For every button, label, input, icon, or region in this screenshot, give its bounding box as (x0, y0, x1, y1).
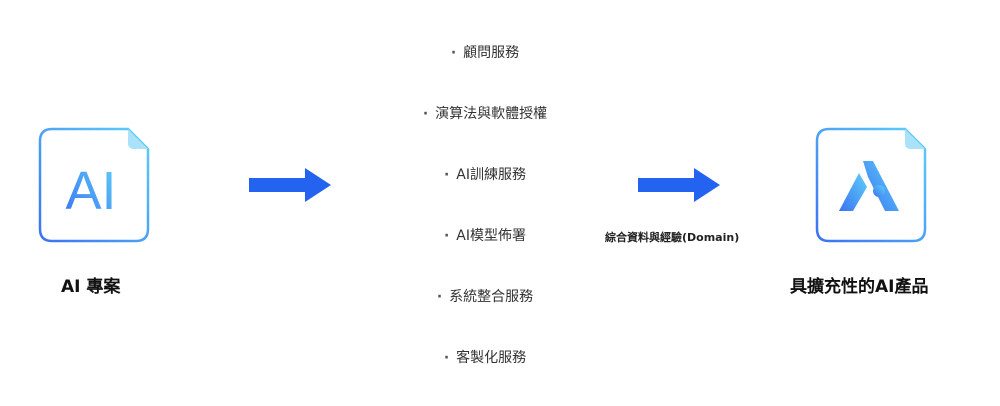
service-item-training: · AI訓練服務 (300, 162, 670, 223)
service-item-deployment: · AI模型佈署 (300, 223, 670, 284)
service-label: AI模型佈署 (456, 228, 527, 244)
service-item-customization: · 客製化服務 (300, 345, 670, 406)
ai-product-logo-icon (815, 127, 927, 243)
ai-document-icon: AI (38, 127, 150, 243)
service-label: 系統整合服務 (449, 289, 534, 305)
service-label: AI訓練服務 (456, 167, 527, 183)
arrow-right-icon (249, 168, 331, 206)
arrow-right-icon (638, 168, 720, 206)
scalable-ai-product-caption: 具擴充性的AI產品 (790, 277, 929, 297)
service-label: 演算法與軟體授權 (435, 106, 548, 122)
bullet: · (450, 45, 457, 61)
service-item-consulting: · 顧問服務 (300, 40, 670, 101)
service-label: 客製化服務 (456, 350, 527, 366)
arrow-label: 綜合資料與經驗(Domain) (605, 231, 740, 244)
bullet: · (443, 350, 450, 366)
service-label: 顧問服務 (463, 45, 520, 61)
service-item-integration: · 系統整合服務 (300, 284, 670, 345)
bullet: · (436, 289, 443, 305)
bullet: · (443, 228, 450, 244)
service-list: ·顧問服務 ·演算法與軟體授權 ·AI訓練服務 ·AI模型佈署 ·系統整合服務 … (300, 40, 670, 406)
ai-project-caption: AI 專案 (61, 277, 121, 297)
service-item-licensing: · 演算法與軟體授權 (300, 101, 670, 162)
icon-text: AI (65, 161, 116, 221)
bullet: · (443, 167, 450, 183)
bullet: · (422, 106, 429, 122)
